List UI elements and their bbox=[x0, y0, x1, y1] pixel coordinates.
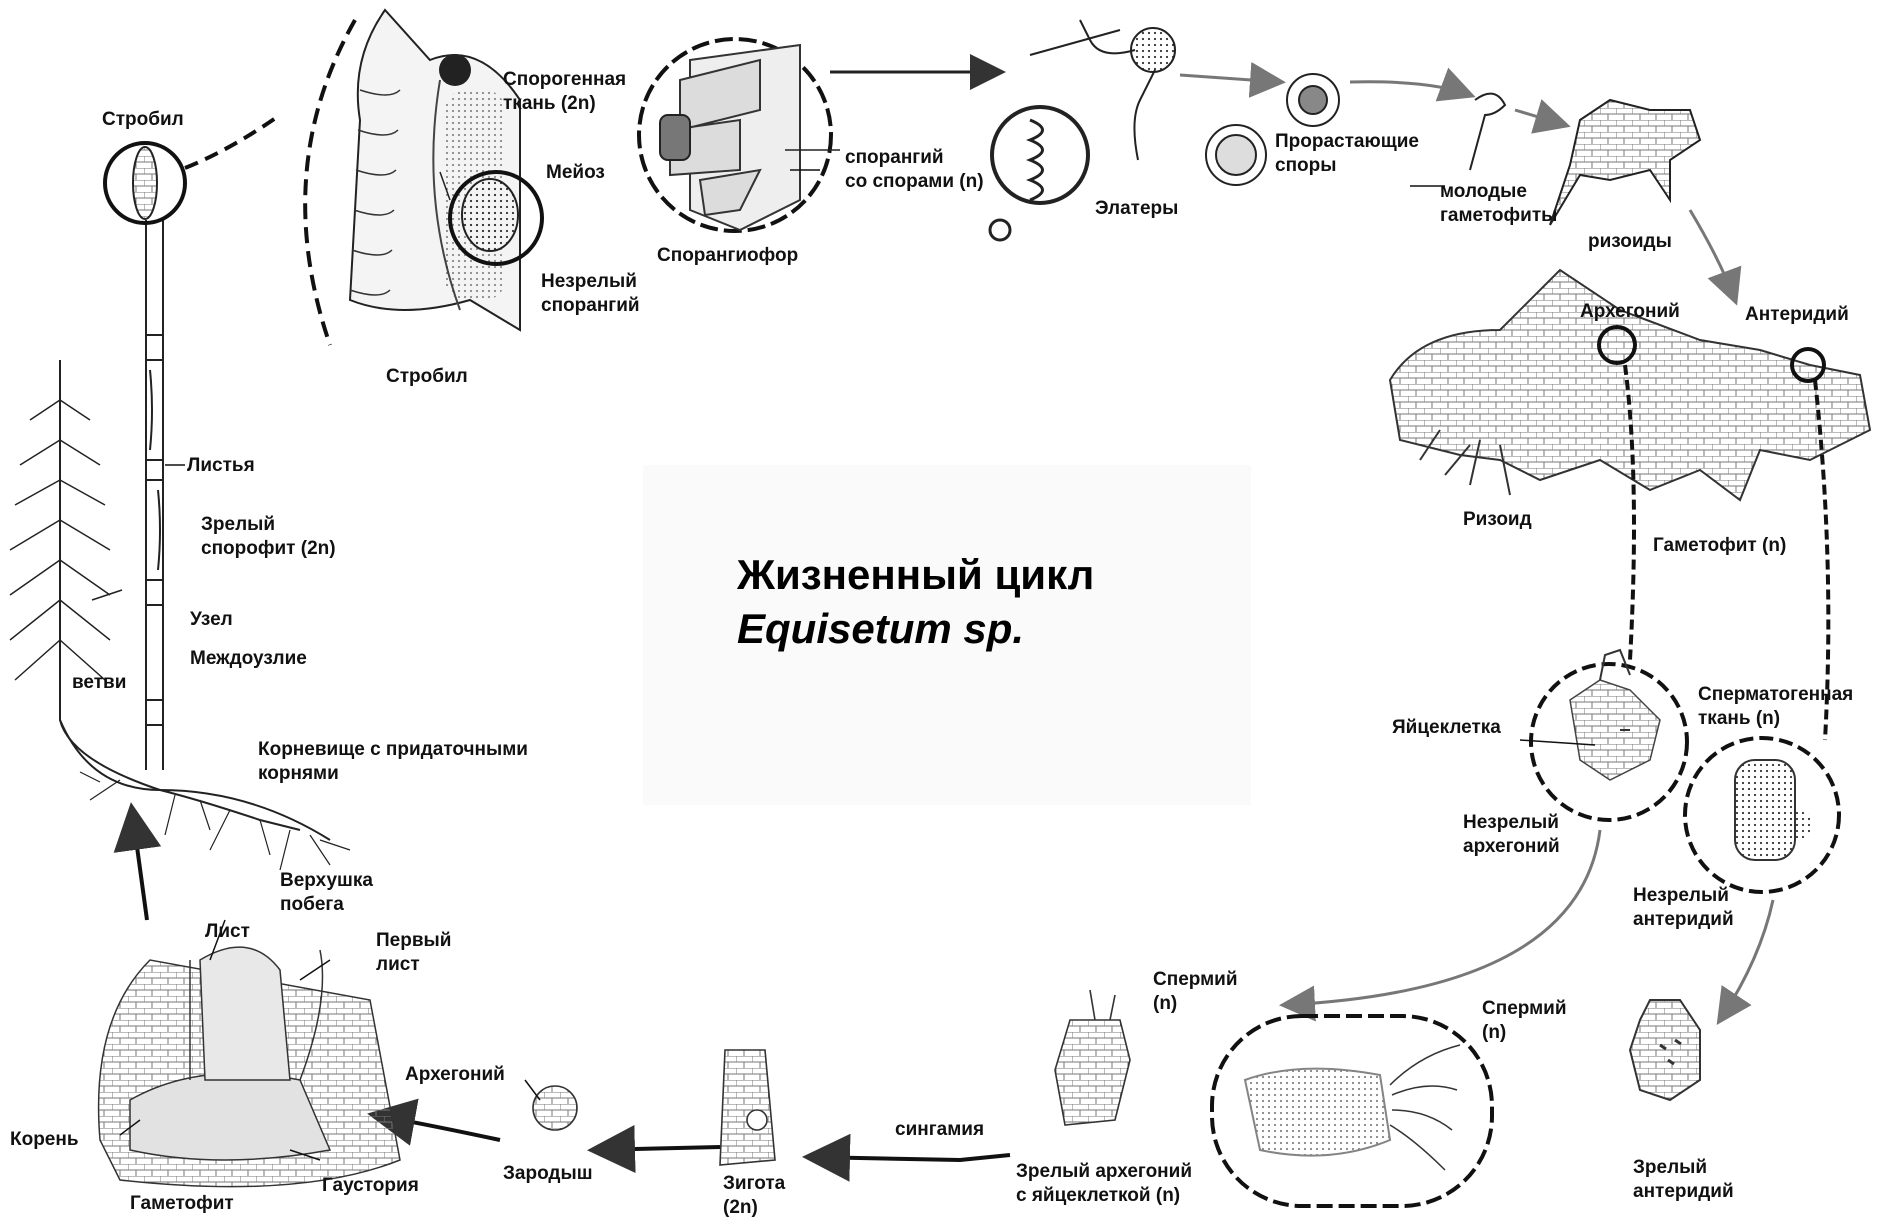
diagram-title: Жизненный цикл Equisetum sp. bbox=[737, 548, 1094, 656]
label-immature-archegonium: Незрелый архегоний bbox=[1463, 811, 1560, 859]
label-egg-cell: Яйцеклетка bbox=[1392, 716, 1501, 740]
mature-archegonium-drawing bbox=[1055, 990, 1130, 1125]
label-branches: ветви bbox=[72, 671, 126, 695]
label-elaters: Элатеры bbox=[1095, 197, 1178, 221]
label-young-gametophytes: молодые гаметофиты bbox=[1440, 180, 1557, 228]
mature-antheridium-drawing bbox=[1630, 1000, 1700, 1100]
label-zygote: Зигота (2n) bbox=[723, 1172, 785, 1220]
label-rhizome: Корневище с придаточными корнями bbox=[258, 738, 528, 786]
young-sporophyte bbox=[99, 947, 400, 1187]
fertilization-detail bbox=[1212, 1016, 1492, 1206]
label-rhizoids: ризоиды bbox=[1588, 230, 1672, 254]
label-haustorium: Гаустория bbox=[322, 1174, 419, 1198]
arrow bbox=[1515, 110, 1565, 125]
label-archegonium-bottom: Архегоний bbox=[405, 1063, 505, 1087]
label-immature-sporangium: Незрелый спорангий bbox=[541, 270, 640, 318]
label-mature-sporophyte: Зрелый спорофит (2n) bbox=[201, 513, 336, 561]
label-sporangium-spores: спорангий со спорами (n) bbox=[845, 146, 984, 194]
label-rhizoid: Ризоид bbox=[1463, 508, 1532, 532]
label-sperm-2: Спермий (n) bbox=[1482, 997, 1567, 1045]
label-gametophyte-n: Гаметофит (n) bbox=[1653, 534, 1786, 558]
connector-dashed bbox=[185, 115, 280, 168]
label-first-leaf: Первый лист bbox=[376, 929, 451, 977]
label-node: Узел bbox=[190, 608, 233, 632]
label-shoot-apex: Верхушка побега bbox=[280, 869, 373, 917]
label-strobil-bottom: Стробил bbox=[386, 365, 468, 389]
label-archegonium-top: Архегоний bbox=[1580, 300, 1680, 324]
label-root: Корень bbox=[10, 1128, 79, 1152]
arrow bbox=[1350, 82, 1470, 95]
label-internode: Междоузлие bbox=[190, 647, 307, 671]
arrow bbox=[1690, 210, 1735, 300]
label-immature-antheridium: Незрелый антеридий bbox=[1633, 884, 1734, 932]
label-spermatogenous: Сперматогенная ткань (n) bbox=[1698, 683, 1853, 731]
label-mature-antheridium: Зрелый антеридий bbox=[1633, 1156, 1734, 1204]
title-line-1: Жизненный цикл bbox=[737, 548, 1094, 602]
arrow bbox=[132, 810, 147, 920]
arrow bbox=[595, 1147, 720, 1150]
arrow bbox=[810, 1155, 1010, 1160]
label-strobil-top: Стробил bbox=[102, 108, 184, 132]
label-sporogenous-tissue: Спорогенная ткань (2n) bbox=[503, 68, 626, 116]
label-leaves: Листья bbox=[187, 454, 255, 478]
gametophyte-mass bbox=[1390, 270, 1870, 740]
title-line-2: Equisetum sp. bbox=[737, 602, 1094, 656]
label-syngamy: сингамия bbox=[895, 1118, 984, 1142]
label-germinating-spores: Прорастающие споры bbox=[1275, 130, 1419, 178]
label-embryo: Зародыш bbox=[503, 1162, 593, 1186]
arrow bbox=[1180, 75, 1280, 82]
label-sperm-1: Спермий (n) bbox=[1153, 968, 1238, 1016]
label-leaf: Лист bbox=[205, 920, 250, 944]
label-meiosis: Мейоз bbox=[546, 161, 605, 185]
label-gametophyte: Гаметофит bbox=[130, 1192, 234, 1216]
label-mature-archegonium: Зрелый архегоний с яйцеклеткой (n) bbox=[1016, 1160, 1192, 1208]
label-antheridium-top: Антеридий bbox=[1745, 303, 1849, 327]
label-sporangiophore: Спорангиофор bbox=[657, 244, 798, 268]
strobilus-section bbox=[305, 10, 542, 345]
